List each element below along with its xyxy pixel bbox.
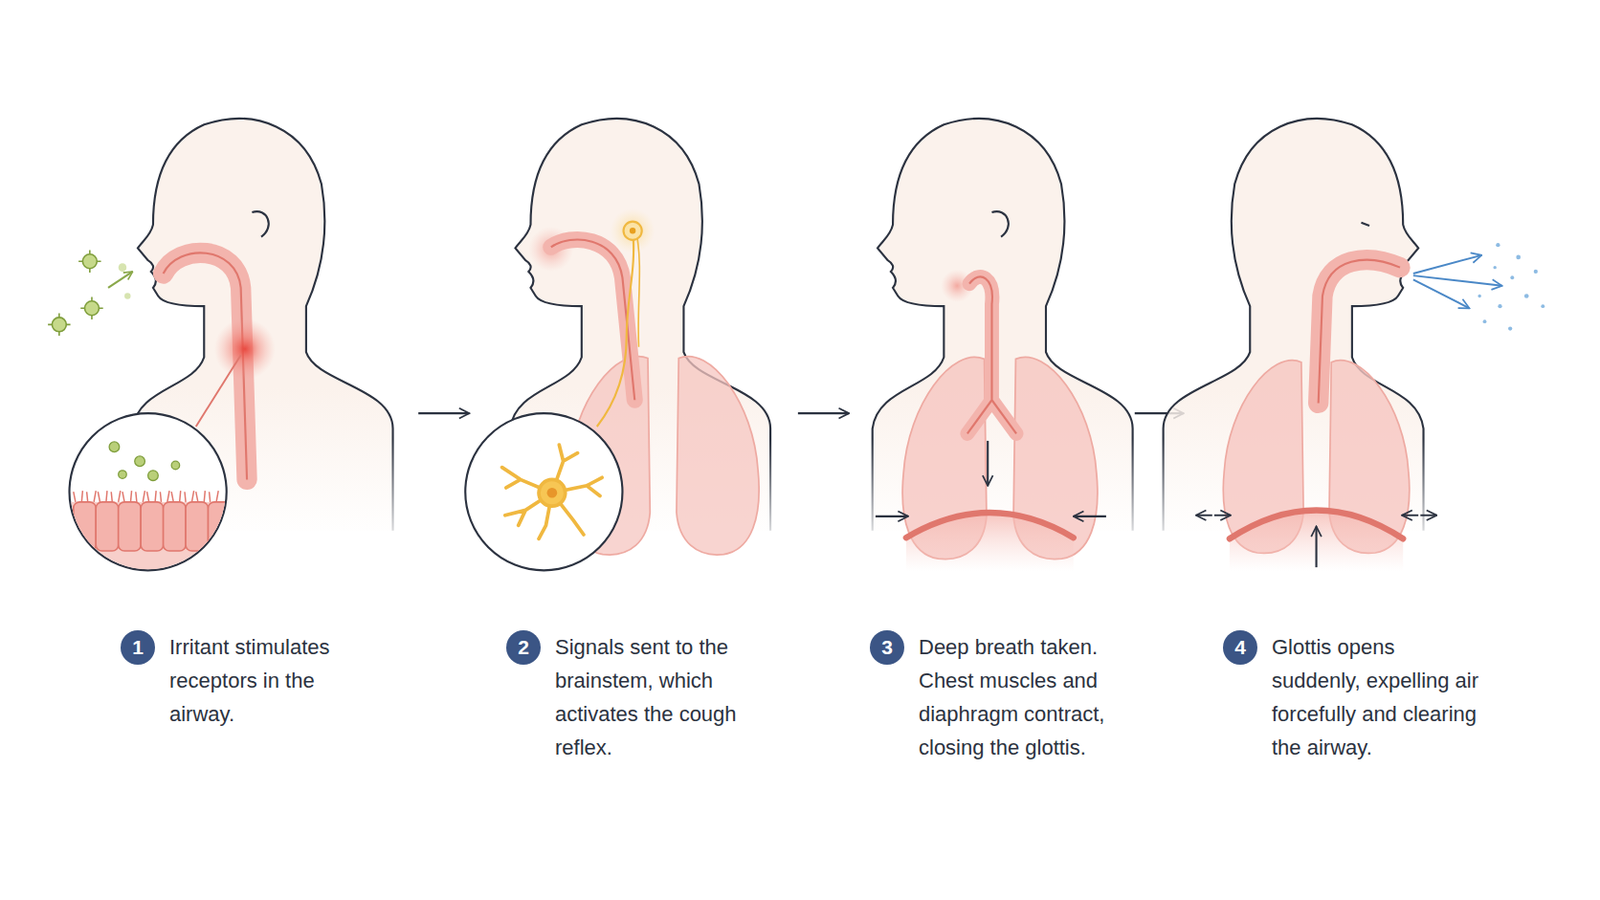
step-number: 3	[869, 630, 905, 666]
droplets-part	[1495, 243, 1500, 247]
step-number: 2	[506, 630, 541, 666]
panel-expel	[1163, 118, 1546, 572]
step-caption: Irritant stimulates receptors in the air…	[169, 630, 385, 732]
ear	[991, 211, 1008, 237]
nerve-path	[636, 235, 640, 348]
inset-circle	[69, 413, 227, 571]
airway-cells-part-part	[171, 461, 180, 470]
airway-cells-part-part	[134, 456, 146, 467]
panel-irritant	[47, 118, 393, 574]
virus-particles-part	[82, 254, 97, 269]
step-item: 2 Signals sent to the brainstem, which ac…	[506, 630, 771, 765]
neuron	[502, 444, 603, 539]
cough-airflow-part	[1413, 255, 1482, 274]
airway-cells-part	[73, 490, 219, 503]
droplets-part	[1510, 275, 1514, 280]
panel-deep-breath	[872, 118, 1134, 572]
virus-particles-part	[47, 250, 104, 337]
airway-cells-part-part	[148, 470, 159, 482]
ear	[251, 211, 268, 237]
neuron-part	[547, 488, 558, 499]
inhale-arrow	[108, 271, 134, 289]
airway-line	[1318, 260, 1400, 404]
particle	[118, 263, 128, 272]
panel-brainstem	[465, 118, 771, 571]
brainstem-dot	[629, 227, 636, 234]
airway-cells-part-part	[208, 502, 231, 552]
squeeze-arrow	[875, 515, 909, 518]
neuron-part	[502, 444, 603, 539]
droplets-part	[1483, 319, 1488, 324]
airway-cells-part-part	[185, 502, 208, 552]
airway-line	[967, 276, 1017, 434]
irritation-spot	[214, 318, 276, 380]
step-item: 3 Deep breath taken. Chest muscles and di…	[869, 630, 1134, 765]
cough-airflow	[1413, 255, 1503, 309]
droplets-part	[1540, 304, 1545, 309]
brainstem-marker	[623, 222, 643, 241]
airway-cells-part-part	[109, 442, 120, 453]
droplets-part	[1524, 293, 1530, 299]
droplets-part	[1497, 304, 1502, 309]
airway-cells	[61, 442, 235, 575]
droplets-part	[1477, 294, 1481, 298]
diaphragm	[906, 512, 1074, 538]
diaphragm-fill	[1229, 510, 1403, 572]
droplets-part	[1515, 255, 1521, 261]
airway-cells-part-part	[163, 502, 186, 552]
droplets-part	[1533, 269, 1538, 274]
inset-circle	[465, 413, 623, 571]
cough-airflow-part	[1413, 279, 1470, 309]
step-caption: Glottis opens suddenly, expelling air fo…	[1271, 630, 1488, 765]
sequence-arrow	[418, 412, 469, 415]
contract-arrow	[986, 441, 989, 487]
release-arrow	[1214, 514, 1231, 517]
airway-cells-part-part	[95, 502, 118, 552]
airway-cells-part	[61, 502, 235, 575]
airway-cells-part-part	[140, 502, 163, 552]
droplets-part	[1508, 326, 1512, 331]
neuron-part	[538, 479, 566, 507]
nerve-path	[597, 230, 634, 427]
release-arrow	[1420, 514, 1437, 517]
release-arrow	[1401, 514, 1419, 517]
diaphragm-fill	[906, 512, 1074, 572]
push-arrow	[1314, 526, 1317, 568]
step-item: 1 Irritant stimulates receptors in the ai…	[120, 630, 385, 732]
cough-airflow-part	[1413, 275, 1503, 287]
virus-particles-part	[51, 317, 67, 333]
squeeze-arrow	[1073, 515, 1107, 518]
step-number: 4	[1222, 630, 1258, 666]
release-arrow	[1196, 514, 1213, 517]
step-item: 4 Glottis opens suddenly, expelling air f…	[1222, 630, 1488, 765]
step-caption: Deep breath taken. Chest muscles and dia…	[918, 630, 1134, 765]
step-number: 1	[120, 630, 156, 666]
particle	[124, 292, 131, 299]
droplets-part	[1492, 266, 1496, 269]
airway-cells-part-part	[118, 502, 141, 552]
closed-eye	[1360, 222, 1370, 226]
airway	[1318, 260, 1400, 404]
airway-cells-part-part	[73, 502, 96, 552]
airway-cells-part	[109, 442, 180, 482]
airway-cells-part	[73, 502, 231, 552]
sequence-arrow	[798, 412, 849, 415]
airway	[967, 276, 1017, 434]
leader-line	[196, 355, 242, 427]
airway-cells-part-part	[118, 470, 128, 480]
virus-particles	[47, 250, 104, 337]
step-caption: Signals sent to the brainstem, which act…	[555, 630, 771, 765]
droplets	[1477, 243, 1545, 332]
virus-particles-part	[85, 301, 100, 316]
